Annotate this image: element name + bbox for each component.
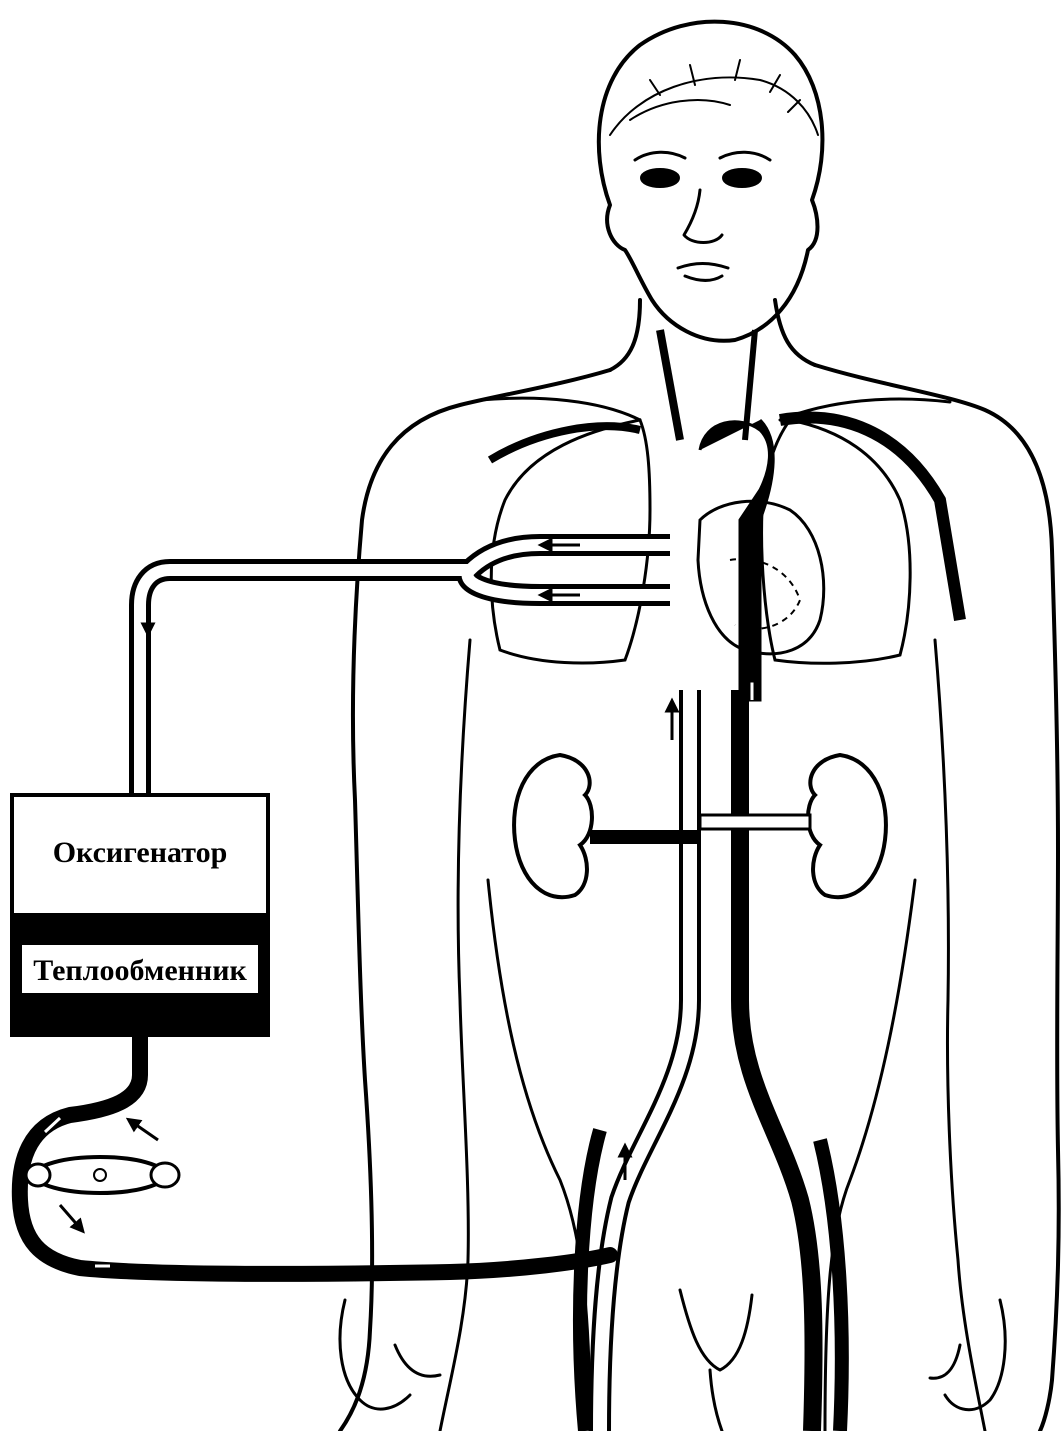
nose	[684, 190, 722, 243]
subclavian-right	[780, 418, 960, 620]
oxygenator-label: Оксигенатор	[53, 836, 228, 869]
neck	[610, 300, 815, 370]
right-arm-inner	[935, 640, 985, 1431]
venous-cannula-inner	[140, 545, 670, 795]
pump-arrow-up	[132, 1122, 158, 1140]
left-arm-inner	[440, 640, 470, 1431]
clavicles	[480, 398, 950, 420]
femoral-right-dark	[820, 1140, 842, 1431]
right-eye	[724, 170, 760, 186]
hair	[610, 60, 818, 135]
pump-arrow-down	[60, 1205, 80, 1228]
left-hand	[340, 1300, 440, 1409]
arterial-line	[20, 1035, 610, 1274]
pelvis-detail	[680, 1290, 752, 1431]
right-hand	[930, 1300, 1005, 1410]
left-eye	[642, 170, 678, 186]
venous-cannula-outer	[140, 545, 670, 795]
mouth	[678, 264, 728, 281]
left-kidney	[514, 755, 592, 897]
descending-aorta	[740, 690, 814, 1431]
head-outline	[599, 22, 823, 341]
roller-pump-icon	[26, 1157, 179, 1193]
right-lung	[762, 420, 911, 663]
renal-left	[590, 830, 700, 844]
eyebrows	[635, 152, 770, 160]
carotid	[660, 330, 680, 440]
torso-outline-right	[815, 365, 1059, 1431]
right-kidney	[808, 755, 886, 897]
heat-exchanger-label: Теплообменник	[33, 954, 247, 987]
heart	[698, 420, 824, 700]
renal-right	[700, 815, 810, 829]
